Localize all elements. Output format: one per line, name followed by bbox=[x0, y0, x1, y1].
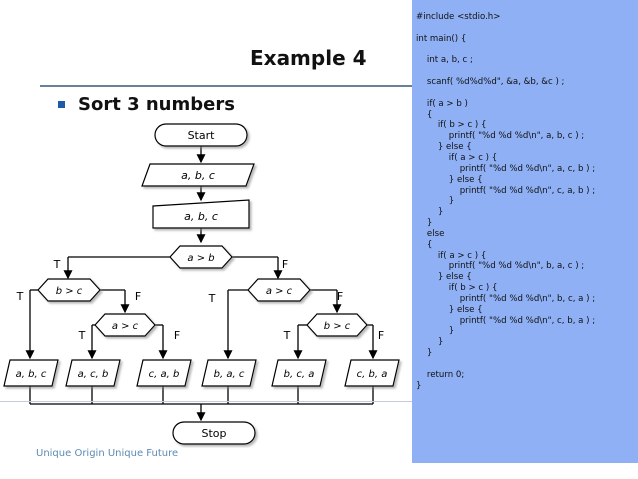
false-label-bc-right: F bbox=[378, 329, 384, 342]
code-line: if( a > c ) { bbox=[416, 250, 487, 261]
output-label-3: c, a, b bbox=[149, 369, 180, 380]
decision-a-gt-b: a > b bbox=[169, 245, 233, 269]
decision-b-gt-c-right-label: b > c bbox=[324, 321, 351, 332]
start-node: Start bbox=[154, 123, 248, 147]
code-line: printf( "%d %d %d\n", b, a, c ) ; bbox=[416, 261, 585, 272]
code-line: scanf( %d%d%d", &a, &b, &c ) ; bbox=[416, 77, 565, 88]
bullet-square-icon bbox=[58, 101, 65, 108]
code-line: } else { bbox=[416, 304, 483, 315]
true-label-ac-left: T bbox=[78, 329, 86, 342]
code-line: } else { bbox=[416, 142, 472, 153]
code-line: if( a > b ) bbox=[416, 98, 468, 109]
code-line bbox=[416, 45, 638, 56]
flowchart: Start a, b, c a, b, c a > b T F b > c T … bbox=[3, 123, 400, 445]
code-line: if( b > c ) { bbox=[416, 120, 487, 131]
code-line: { bbox=[416, 109, 433, 120]
code-line: } else { bbox=[416, 272, 472, 283]
code-line: #include <stdio.h> bbox=[416, 12, 501, 22]
code-line: } else { bbox=[416, 174, 483, 185]
true-label-ac-right: T bbox=[208, 292, 216, 305]
code-line: printf( "%d %d %d\n", c, b, a ) ; bbox=[416, 315, 596, 326]
output-node-4: b, a, c bbox=[201, 359, 257, 387]
code-line: if( a > c ) { bbox=[416, 152, 498, 163]
code-line: } bbox=[416, 218, 433, 229]
code-line bbox=[416, 359, 638, 370]
code-line: { bbox=[416, 239, 433, 250]
input-label: a, b, c bbox=[181, 169, 215, 182]
decision-a-gt-c-right: a > c bbox=[247, 278, 311, 302]
output-node-1: a, b, c bbox=[3, 359, 59, 387]
code-line bbox=[416, 66, 638, 77]
output-node-5: b, c, a bbox=[271, 359, 327, 387]
code-line: } bbox=[416, 196, 455, 207]
code-line: return 0; bbox=[416, 369, 465, 380]
bullet-text: Sort 3 numbers bbox=[78, 94, 235, 115]
code-line: else bbox=[416, 228, 445, 239]
output-node-3: c, a, b bbox=[136, 359, 192, 387]
start-label: Start bbox=[188, 129, 216, 142]
code-line: printf( "%d %d %d\n", c, a, b ) ; bbox=[416, 185, 596, 196]
slide-title: Example 4 bbox=[250, 46, 367, 70]
false-label-ac-right: F bbox=[337, 290, 343, 303]
decision-a-gt-c-left: a > c bbox=[94, 313, 156, 337]
code-line: } bbox=[416, 326, 455, 337]
output-label-6: c, b, a bbox=[357, 369, 388, 380]
code-line: printf( "%d %d %d\n", a, b, c ) ; bbox=[416, 131, 585, 142]
title-rule bbox=[40, 85, 412, 87]
decision-b-gt-c-right: b > c bbox=[306, 313, 368, 337]
decision-a-gt-b-label: a > b bbox=[187, 253, 214, 264]
false-label-ab: F bbox=[282, 258, 288, 271]
output-label-4: b, a, c bbox=[214, 369, 245, 380]
code-line: } bbox=[416, 337, 444, 348]
footer-text: Unique Origin Unique Future bbox=[36, 448, 179, 459]
input-node: a, b, c bbox=[141, 163, 255, 187]
true-label-bc-left: T bbox=[16, 290, 24, 303]
output-node-6: c, b, a bbox=[344, 359, 400, 387]
false-label-bc-left: F bbox=[135, 290, 141, 303]
code-line: printf( "%d %d %d\n", a, c, b ) ; bbox=[416, 163, 596, 174]
stop-label: Stop bbox=[201, 427, 226, 440]
code-line: printf( "%d %d %d\n", b, c, a ) ; bbox=[416, 293, 596, 304]
false-label-ac-left: F bbox=[174, 329, 180, 342]
true-label-bc-right: T bbox=[283, 329, 291, 342]
code-line: } bbox=[416, 348, 433, 359]
code-line: } bbox=[416, 380, 422, 391]
decision-a-gt-c-right-label: a > c bbox=[266, 286, 293, 297]
output-label-5: b, c, a bbox=[284, 369, 315, 380]
output-label-1: a, b, c bbox=[16, 369, 47, 380]
footer-rule bbox=[0, 401, 638, 402]
code-listing: #include <stdio.h> int main() { int a, b,… bbox=[416, 12, 638, 392]
code-line: } bbox=[416, 207, 444, 218]
output-node-2: a, c, b bbox=[65, 359, 121, 387]
code-line: if( b > c ) { bbox=[416, 283, 498, 294]
decision-a-gt-c-left-label: a > c bbox=[112, 321, 139, 332]
code-panel bbox=[412, 0, 638, 463]
code-line bbox=[416, 23, 638, 34]
read-node: a, b, c bbox=[152, 199, 250, 229]
true-label-ab: T bbox=[53, 258, 61, 271]
read-label: a, b, c bbox=[184, 210, 218, 223]
decision-b-gt-c-left-label: b > c bbox=[56, 286, 83, 297]
stop-node: Stop bbox=[172, 421, 256, 445]
code-line bbox=[416, 88, 638, 99]
output-label-2: a, c, b bbox=[78, 369, 109, 380]
code-line: int a, b, c ; bbox=[416, 55, 473, 66]
decision-b-gt-c-left: b > c bbox=[37, 278, 101, 302]
code-line: int main() { bbox=[416, 33, 467, 44]
